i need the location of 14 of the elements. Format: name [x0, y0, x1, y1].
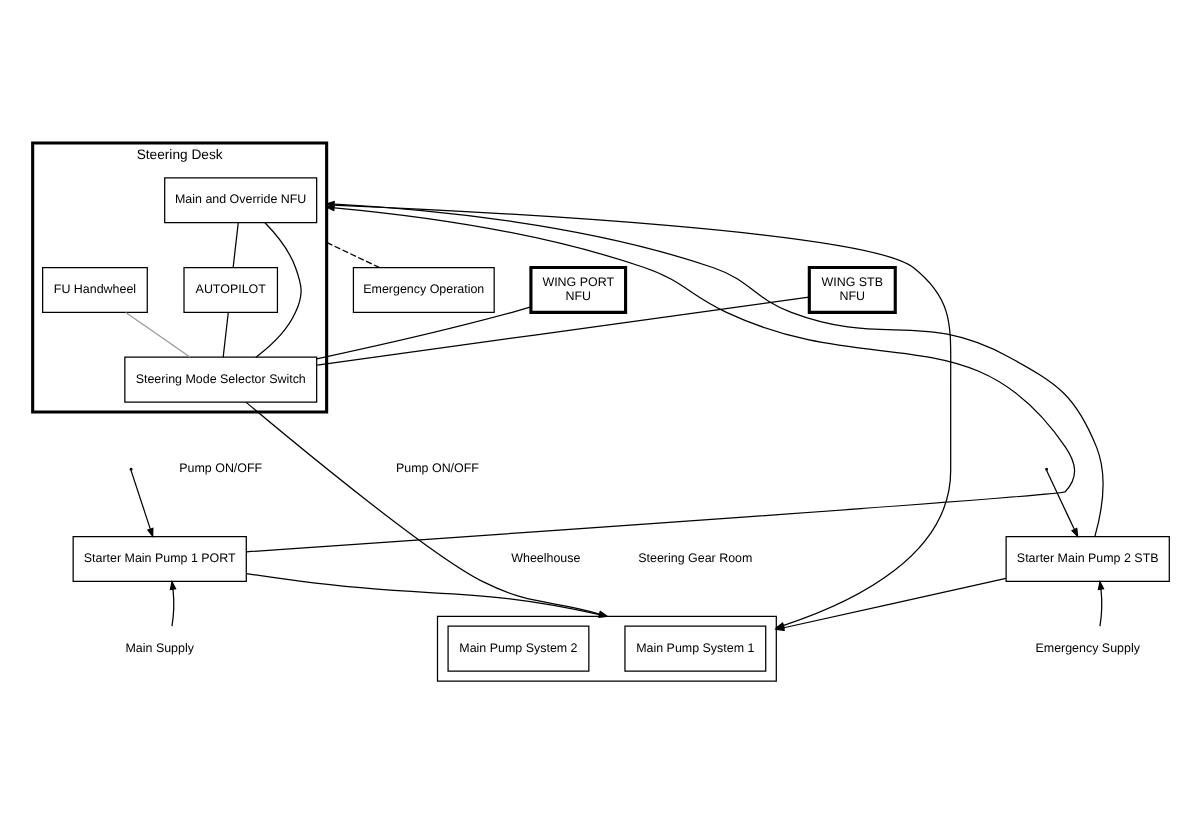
arrow — [245, 572, 609, 617]
connector — [316, 305, 532, 359]
arrow — [245, 400, 609, 617]
arrow — [130, 469, 154, 538]
connector — [316, 295, 810, 365]
connector — [125, 310, 191, 357]
arrow — [1097, 578, 1105, 626]
connector — [326, 240, 380, 268]
connector — [232, 221, 239, 267]
connector — [222, 311, 229, 357]
connector — [255, 221, 302, 357]
arrow — [169, 578, 177, 626]
cluster — [436, 614, 777, 681]
arrow — [1046, 469, 1079, 538]
